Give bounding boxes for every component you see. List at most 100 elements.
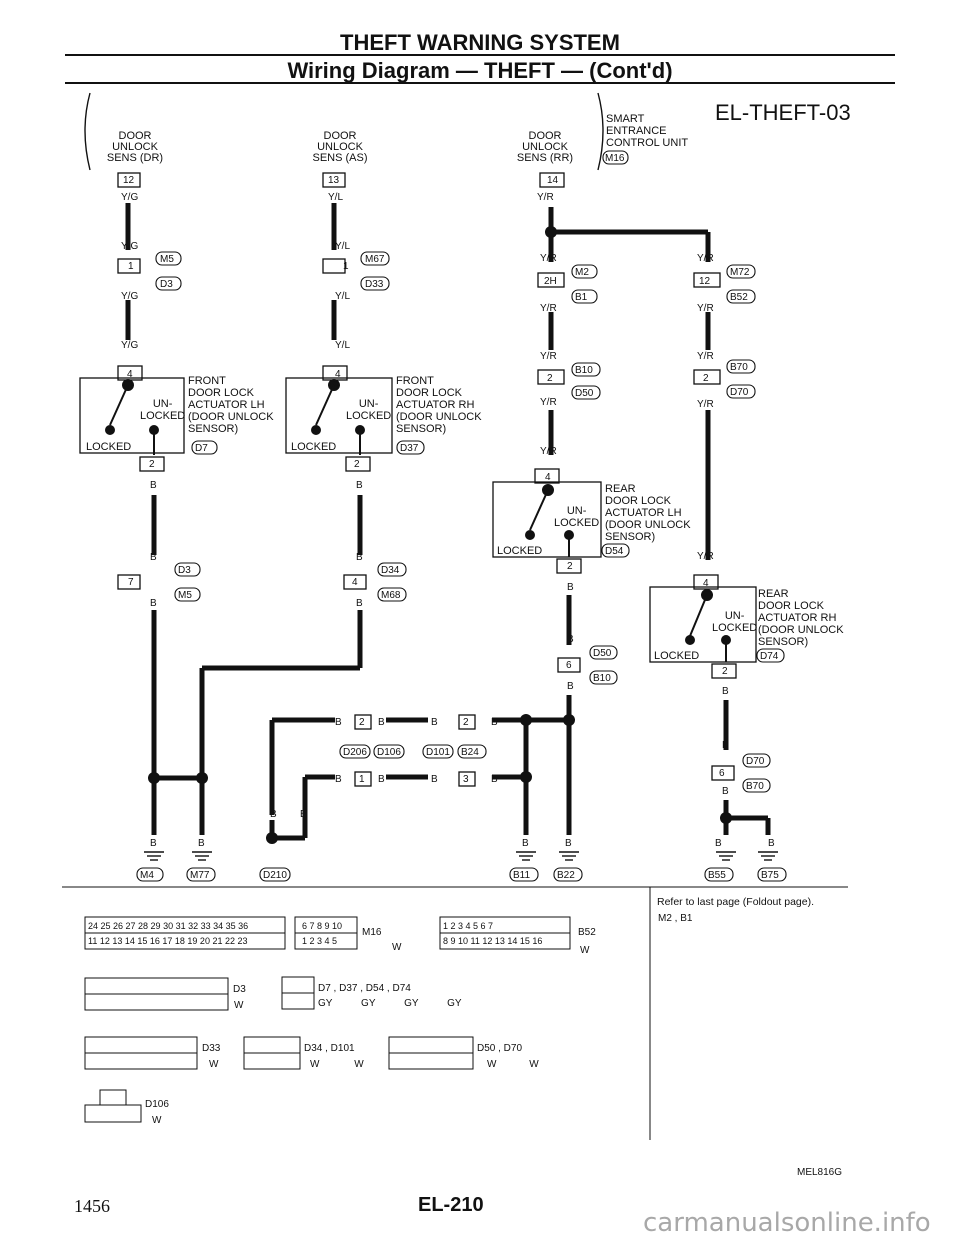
wire-yg-1: Y/G: [121, 192, 139, 203]
splices: [148, 226, 732, 844]
inline-connectors: [117, 258, 737, 787]
conn-d3-b-label: D3: [178, 565, 191, 576]
wire-b-18: B: [378, 774, 385, 785]
conn-b10-label: B10: [575, 365, 593, 376]
wire-yr-2: Y/R: [540, 253, 557, 264]
ref-code: MEL816G: [797, 1167, 843, 1178]
d106-view-color: W: [152, 1115, 162, 1126]
pin-4-c: 4: [545, 472, 551, 483]
pin-3-j2: 3: [463, 774, 469, 785]
wire-b-7: B: [567, 582, 574, 593]
wire-b-g2: B: [198, 838, 205, 849]
b52-view-color: W: [580, 945, 590, 956]
conn-m2-label: M2: [575, 267, 589, 278]
wire-yr-11: Y/R: [697, 551, 714, 562]
wire-yr-9: Y/R: [697, 351, 714, 362]
control-unit-name: SMART ENTRANCE CONTROL UNIT: [606, 113, 689, 149]
pin-12-rh: 12: [699, 276, 711, 287]
d7-view-colors: GY GY GY GY: [318, 998, 462, 1009]
wire-yl-3: Y/L: [335, 291, 351, 302]
page-number: 1456: [74, 1196, 110, 1216]
wire-yr-7: Y/R: [697, 253, 714, 264]
m16-view-top: 24 25 26 27 28 29 30 31 32 33 34 35 36: [88, 921, 249, 931]
pin-4-d: 4: [703, 578, 709, 589]
terminal-label-rr: DOOR UNLOCK SENS (RR): [516, 130, 574, 164]
conn-b70-b-label: B70: [746, 781, 764, 792]
b52-view-label: B52: [578, 927, 596, 938]
wire-b-g8: B: [768, 838, 775, 849]
b52-view-bottom: 8 9 10 11 12 13 14 15 16: [443, 936, 543, 946]
d3-view-color: W: [234, 1000, 244, 1011]
conn-d70-b-label: D70: [746, 756, 765, 767]
m16-view-color: W: [392, 942, 402, 953]
locked-label-2: LOCKED: [291, 441, 337, 453]
actuator-front-rh-name: FRONT DOOR LOCK ACTUATOR RH (DOOR UNLOCK…: [396, 375, 482, 435]
ground-m77: M77: [190, 870, 210, 881]
wire-yl-4: Y/L: [335, 340, 351, 351]
ground-b22: B22: [557, 870, 575, 881]
conn-m5-b-label: M5: [178, 590, 192, 601]
wire-b-5: B: [356, 552, 363, 563]
conn-d101-label: D101: [426, 747, 450, 758]
conn-d50-b-label: D50: [593, 648, 612, 659]
wire-b-4: B: [150, 598, 157, 609]
wire-b-13: B: [335, 717, 342, 728]
wire-b-g1: B: [150, 838, 157, 849]
wire-b-15: B: [431, 717, 438, 728]
locked-label-1: LOCKED: [86, 441, 132, 453]
watermark: carmanualsonline.info: [643, 1208, 931, 1238]
d106-view-label: D106: [145, 1099, 169, 1110]
ground-b11: B11: [513, 870, 531, 881]
pin-4-e: 4: [352, 577, 358, 588]
conn-d3-label: D3: [160, 279, 173, 290]
wire-b-10: B: [722, 686, 729, 697]
ground-symbols: [144, 851, 778, 861]
wire-b-12: B: [722, 786, 729, 797]
wire-b-6: B: [356, 598, 363, 609]
m16-view-right-bottom: 1 2 3 4 5: [302, 936, 338, 946]
control-unit-connector: M16: [605, 153, 625, 164]
m16-view-label: M16: [362, 927, 382, 938]
pin-2h: 2H: [544, 276, 557, 287]
d7-view-group: D7 , D37 , D54 , D74: [318, 983, 411, 994]
wire-b-9: B: [567, 681, 574, 692]
pin-4-a: 4: [127, 369, 133, 380]
pin-1-j1: 1: [359, 774, 365, 785]
locked-label-3: LOCKED: [497, 545, 543, 557]
pin-2-j2: 2: [463, 717, 469, 728]
pin-6-b: 6: [719, 768, 725, 779]
b52-view-top: 1 2 3 4 5 6 7: [443, 921, 494, 931]
d33-view-label: D33: [202, 1043, 221, 1054]
pin-2-rh: 2: [703, 373, 709, 384]
conn-d106-label: D106: [377, 747, 401, 758]
pin-2-j1: 2: [359, 717, 365, 728]
conn-d7-label: D7: [195, 443, 208, 454]
unlocked-label-1: UN- LOCKED: [140, 398, 186, 422]
page-title: THEFT WARNING SYSTEM: [340, 30, 620, 55]
page-subtitle: Wiring Diagram — THEFT — (Cont'd): [287, 58, 673, 83]
refer-connectors: M2 , B1: [658, 913, 693, 924]
wire-b-g7: B: [715, 838, 722, 849]
d34-view-group: D34 , D101: [304, 1043, 355, 1054]
conn-d54-label: D54: [605, 546, 624, 557]
wire-yg-3: Y/G: [121, 291, 139, 302]
wire-yr-6: Y/R: [540, 446, 557, 457]
pin-1-a: 1: [128, 261, 134, 272]
pin-2-b: 2: [354, 459, 360, 470]
d33-view-color: W: [209, 1059, 219, 1070]
actuator-boxes: [79, 377, 757, 663]
wire-yg-4: Y/G: [121, 340, 139, 351]
pin-6-a: 6: [566, 660, 572, 671]
ground-d210: D210: [263, 870, 287, 881]
actuator-rear-lh-name: REAR DOOR LOCK ACTUATOR LH (DOOR UNLOCK …: [605, 483, 691, 543]
wire-yr-1: Y/R: [537, 192, 554, 203]
m16-view-bottom: 11 12 13 14 15 16 17 18 19 20 21 22 23: [88, 936, 248, 946]
wire-b-19: B: [431, 774, 438, 785]
diagram-id: EL-THEFT-03: [715, 100, 851, 125]
conn-d206-label: D206: [343, 747, 367, 758]
wire-b-1: B: [150, 480, 157, 491]
wire-yr-5: Y/R: [540, 397, 557, 408]
section-number: EL-210: [418, 1194, 484, 1216]
d3-view-label: D3: [233, 984, 246, 995]
